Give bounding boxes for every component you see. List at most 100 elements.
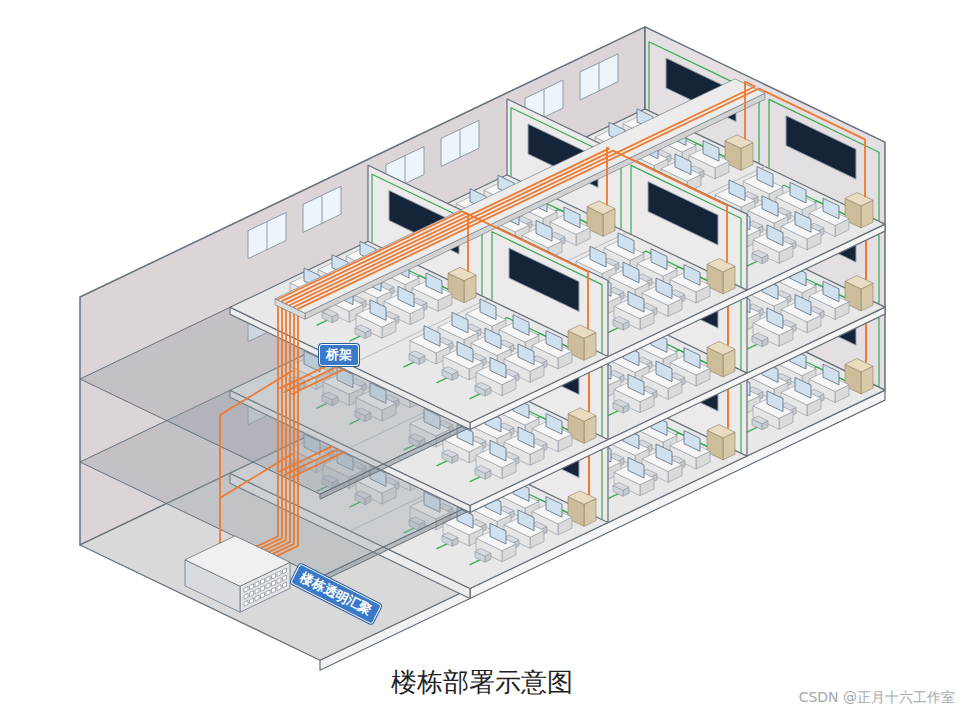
window-mullion [322,195,323,223]
uplink-cable [220,454,292,498]
wall-cable [769,99,879,220]
access-switch-top [845,193,873,206]
chair-top [442,450,458,458]
monitor [795,295,811,316]
access-switch-top [568,491,596,504]
monitor [480,299,496,320]
chair-top [475,466,491,474]
chair-top [475,383,491,391]
monitor [424,326,440,347]
monitor [490,440,506,461]
switch-port [277,571,281,577]
access-switch-top [568,408,596,421]
riser-cable [250,305,290,561]
monitor [767,308,783,329]
switch-port [261,586,265,592]
monitor [536,220,552,241]
monitor [684,431,700,452]
monitor [518,510,534,531]
tray-cable [286,148,609,303]
switch-port [272,587,276,593]
switch-port [266,590,270,596]
access-switch-top [845,359,873,372]
monitor [757,167,773,188]
monitor [490,523,506,544]
floor-branch [286,366,338,391]
switch-port [272,580,276,586]
access-switch-top [707,425,735,438]
monitor [623,262,639,283]
switch-port [277,578,281,584]
tray-cable [282,213,588,329]
floor-branch [286,449,338,474]
switch-port [261,593,265,599]
monitor [546,497,562,518]
wall-cable [631,165,741,286]
floor-branch [292,369,344,394]
monitor [795,212,811,233]
chair-top [752,250,768,258]
monitor [546,414,562,435]
switch-port [272,573,276,579]
switch-port [277,585,281,591]
monitor [618,233,634,254]
monitor [513,315,529,336]
riser-cable [254,307,294,563]
floor-branch [280,363,332,388]
floor-branch [292,452,344,477]
chair-top [442,533,458,541]
switch-port [250,584,254,590]
switch-port [283,582,287,588]
access-switch-top [845,276,873,289]
switch-port [244,586,248,592]
monitor [767,225,783,246]
switch-port [266,576,270,582]
access-switch-top [707,259,735,272]
monitor [795,378,811,399]
monitor [485,328,501,349]
access-switch-top [448,267,476,280]
riser-cable [238,299,278,555]
floor-branch [280,446,332,471]
monitor [767,391,783,412]
monitor [675,154,691,175]
monitor [656,444,672,465]
switch-port [244,593,248,599]
monitor [628,374,644,395]
monitor [452,312,468,333]
monitor [823,364,839,385]
tray-cable [298,88,865,308]
monitor [518,344,534,365]
building [80,27,885,670]
monitor [823,198,839,219]
monitor [762,196,778,217]
core-switch-top [185,536,290,586]
monitor [684,265,700,286]
switch-port [283,575,287,581]
access-switch-top [568,325,596,338]
window [580,54,618,100]
monitor [790,182,806,203]
riser-cable [246,303,286,559]
cable-tray-top [275,79,765,313]
chair-top [613,317,629,325]
monitor [426,273,442,294]
monitor [656,361,672,382]
monitor [703,141,719,162]
smart-board [509,248,579,312]
riser-cable [242,301,282,557]
monitor [628,291,644,312]
access-switch-top [707,342,735,355]
switch-port [261,579,265,585]
window-mullion [267,222,268,250]
monitor [398,286,414,307]
access-switch-top [725,135,753,148]
switch-port [283,568,287,574]
chair-top [475,549,491,557]
window [303,186,341,232]
monitor [518,427,534,448]
window [248,213,286,259]
watermark: CSDN @正月十六工作室 [799,688,955,706]
